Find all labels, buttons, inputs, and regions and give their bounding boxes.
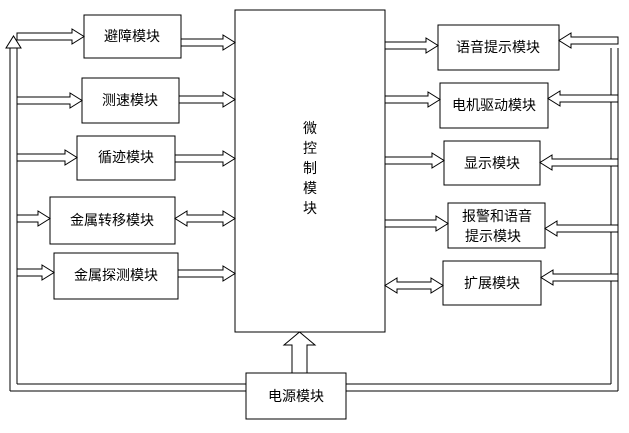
arrow-power-to-voice: [558, 32, 619, 49]
mcu-label-1: 微: [303, 121, 317, 137]
arrow-power-to-tracking: [16, 149, 78, 166]
arrow-power-to-metal-transfer: [16, 210, 51, 227]
power-module: 电源模块: [245, 372, 347, 420]
line-tracking-module: 循迹模块: [76, 135, 176, 181]
arrow-power-to-display: [539, 154, 619, 171]
svg-text:报警和语音: 报警和语音: [462, 208, 532, 225]
voice-prompt-module: 语音提示模块: [437, 24, 560, 71]
svg-text:电机驱动模块: 电机驱动模块: [452, 98, 536, 114]
svg-text:显示模块: 显示模块: [464, 156, 520, 172]
metal-transfer-module: 金属转移模块: [49, 196, 176, 245]
arrow-power-to-speed: [16, 92, 83, 109]
motor-drive-module: 电机驱动模块: [439, 82, 549, 129]
arrow-tracking-to-mcu: [174, 150, 236, 167]
obstacle-avoidance-module: 避障模块: [83, 14, 182, 59]
svg-text:提示模块: 提示模块: [465, 229, 521, 245]
arrow-mcu-to-display: [384, 152, 445, 169]
arrow-power-to-motor: [547, 90, 619, 107]
arrow-left-bus-top: [5, 35, 22, 49]
arrow-mcu-to-voice: [384, 37, 439, 54]
speed-measurement-module: 测速模块: [81, 77, 180, 124]
mcu-label-3: 制: [303, 161, 317, 177]
svg-text:循迹模块: 循迹模块: [98, 150, 154, 166]
svg-text:金属转移模块: 金属转移模块: [70, 213, 154, 229]
mcu-label-4: 模: [303, 181, 317, 197]
arrow-mcu-expansion: [384, 277, 444, 294]
arrows: [5, 28, 619, 374]
display-module: 显示模块: [443, 140, 541, 186]
svg-text:电源模块: 电源模块: [268, 389, 324, 405]
svg-text:避障模块: 避障模块: [104, 29, 160, 45]
arrow-metal-detect-to-mcu: [177, 265, 236, 282]
metal-detection-module: 金属探测模块: [53, 252, 179, 300]
arrow-mcu-metal-transfer: [174, 210, 236, 227]
mcu-block: 微 控 制 模 块: [234, 9, 386, 333]
arrow-power-to-mcu: [282, 331, 317, 374]
arrow-power-to-obstacle: [16, 28, 85, 45]
arrow-power-to-expansion: [540, 269, 619, 286]
svg-text:扩展模块: 扩展模块: [464, 276, 520, 292]
svg-text:语音提示模块: 语音提示模块: [456, 39, 540, 56]
svg-text:金属探测模块: 金属探测模块: [74, 268, 158, 284]
svg-text:测速模块: 测速模块: [102, 93, 158, 109]
expansion-module: 扩展模块: [442, 260, 542, 306]
arrow-obstacle-to-mcu: [180, 34, 236, 51]
arrow-power-to-alarm: [544, 220, 619, 237]
arrow-mcu-to-motor: [384, 91, 441, 108]
arrow-speed-to-mcu: [178, 91, 236, 108]
mcu-label-5: 块: [303, 201, 317, 217]
arrow-power-to-metal-detect: [16, 264, 55, 281]
arrow-mcu-to-alarm: [384, 215, 449, 232]
alarm-voice-prompt-module: 报警和语音 提示模块: [447, 202, 546, 249]
mcu-label-2: 控: [303, 141, 317, 157]
